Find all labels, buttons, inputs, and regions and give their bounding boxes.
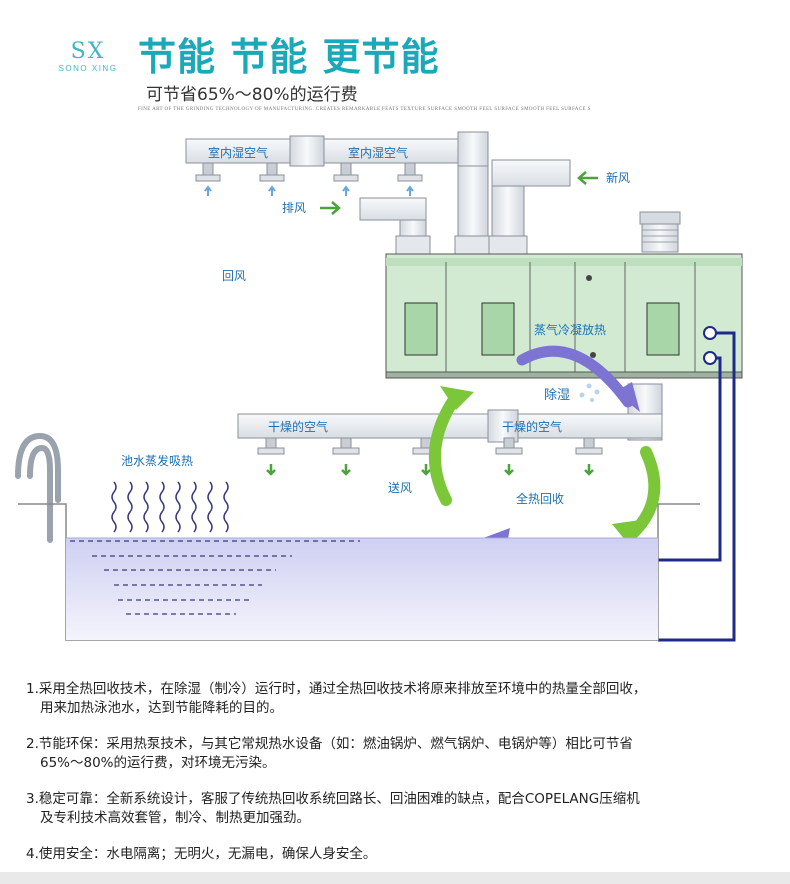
supply-air-label: 送风 xyxy=(388,480,412,495)
note-line-continued: 及专利技术高效套管，制冷、制热更加强劲。 xyxy=(40,810,310,826)
note-line: 1.采用全热回收技术，在除湿（制冷）运行时，通过全热回收技术将原来排放至环境中的… xyxy=(26,681,647,697)
up-arrow-icon xyxy=(204,185,212,196)
note-item: 4.使用安全：水电隔离；无明火，无漏电，确保人身安全。 xyxy=(26,845,766,864)
feature-notes: 1.采用全热回收技术，在除湿（制冷）运行时，通过全热回收技术将原来排放至环境中的… xyxy=(26,680,766,881)
exhaust-duct: 排风 xyxy=(282,197,431,255)
exhaust-air-label: 排风 xyxy=(282,201,306,215)
footer-bar xyxy=(0,872,790,884)
note-item: 2.节能环保：采用热泵技术，与其它常规热水设备（如：燃油锅炉、燃气锅炉、电锅炉等… xyxy=(26,735,766,773)
note-line: 3.稳定可靠：全新系统设计，客服了传统热回收系统回路长、回油困难的缺点，配合CO… xyxy=(26,791,640,807)
tagline: FINE ART OF THE GRINDING TECHNOLOGY OF M… xyxy=(138,107,591,112)
dry-air-label-1: 干燥的空气 xyxy=(268,419,328,434)
hvac-diagram: 室内湿空气 室内湿空气 新风 排风 回风 xyxy=(15,131,743,642)
fresh-air-duct: 新风 xyxy=(488,159,630,255)
water-port xyxy=(703,351,717,365)
diffuser xyxy=(332,437,360,455)
exhaust-arrow-icon xyxy=(320,201,341,215)
diffuser xyxy=(333,162,359,182)
logo-subtitle: SONO XING xyxy=(58,64,118,73)
water-pipe xyxy=(658,356,722,562)
page-subtitle: 可节省65%～80%的运行费 xyxy=(146,85,358,105)
note-line-continued: 65%～80%的运行费，对环境无污染。 xyxy=(40,755,276,771)
duct-label-indoor-1: 室内湿空气 xyxy=(208,145,268,160)
down-arrow-icon xyxy=(421,464,431,476)
up-arrow-icon xyxy=(268,185,276,196)
diffuser xyxy=(397,162,423,182)
fresh-air-arrow-icon xyxy=(577,171,598,185)
diffuser xyxy=(195,162,221,182)
condense-heat-label: 蒸气冷凝放热 xyxy=(534,322,606,337)
return-air-riser xyxy=(457,165,489,237)
brand-logo: SX SONO XING xyxy=(48,39,128,74)
up-arrow-icon xyxy=(406,185,414,196)
pool-evaporation-label: 池水蒸发吸热 xyxy=(121,453,193,468)
pool-ladder xyxy=(15,432,61,543)
heat-recovery-label: 全热回收 xyxy=(516,491,564,506)
down-arrow-icon xyxy=(341,464,351,476)
arrowhead-icon xyxy=(440,386,474,410)
diffuser xyxy=(259,162,285,182)
dry-air-label-2: 干燥的空气 xyxy=(502,419,562,434)
down-arrow-icon xyxy=(584,464,594,476)
diffuser xyxy=(575,437,603,455)
swimming-pool xyxy=(18,503,700,641)
note-item: 3.稳定可靠：全新系统设计，客服了传统热回收系统回路长、回油困难的缺点，配合CO… xyxy=(26,790,766,828)
fresh-air-label: 新风 xyxy=(606,170,630,185)
note-line-continued: 用来加热泳池水，达到节能降耗的目的。 xyxy=(40,700,283,716)
down-arrow-icon xyxy=(504,464,514,476)
heat-pump-unit: 蒸气冷凝放热 xyxy=(385,253,743,379)
droplets-icon xyxy=(579,383,600,402)
access-panel xyxy=(481,302,515,356)
evaporation-waves xyxy=(111,481,229,533)
note-item: 1.采用全热回收技术，在除湿（制冷）运行时，通过全热回收技术将原来排放至环境中的… xyxy=(26,680,766,718)
return-air-label: 回风 xyxy=(222,269,246,283)
water-pipe xyxy=(658,331,736,642)
condenser-fan xyxy=(639,211,681,253)
cycle-arrow-green-left xyxy=(428,392,461,506)
arrowhead-icon xyxy=(612,520,640,546)
cycle-arrow-purple-top xyxy=(516,345,634,408)
cycle-arrow-green-right xyxy=(626,446,661,540)
diffuser xyxy=(495,437,523,455)
indoor-duct: 室内湿空气 室内湿空气 xyxy=(185,131,489,196)
access-panel xyxy=(404,302,438,356)
note-line: 2.节能环保：采用热泵技术，与其它常规热水设备（如：燃油锅炉、燃气锅炉、电锅炉等… xyxy=(26,736,633,752)
duct-label-indoor-2: 室内湿空气 xyxy=(348,145,408,160)
water-port xyxy=(703,326,717,340)
arrowhead-icon xyxy=(615,382,640,412)
note-line: 4.使用安全：水电隔离；无明火，无漏电，确保人身安全。 xyxy=(26,846,377,862)
up-arrow-icon xyxy=(342,185,350,196)
access-panel xyxy=(646,302,680,356)
logo-mark: SX xyxy=(70,39,106,64)
dehumidify-label: 除湿 xyxy=(544,388,570,403)
page-title: 节能 节能 更节能 xyxy=(138,35,440,79)
down-arrow-icon xyxy=(266,464,276,476)
diffuser xyxy=(257,437,285,455)
